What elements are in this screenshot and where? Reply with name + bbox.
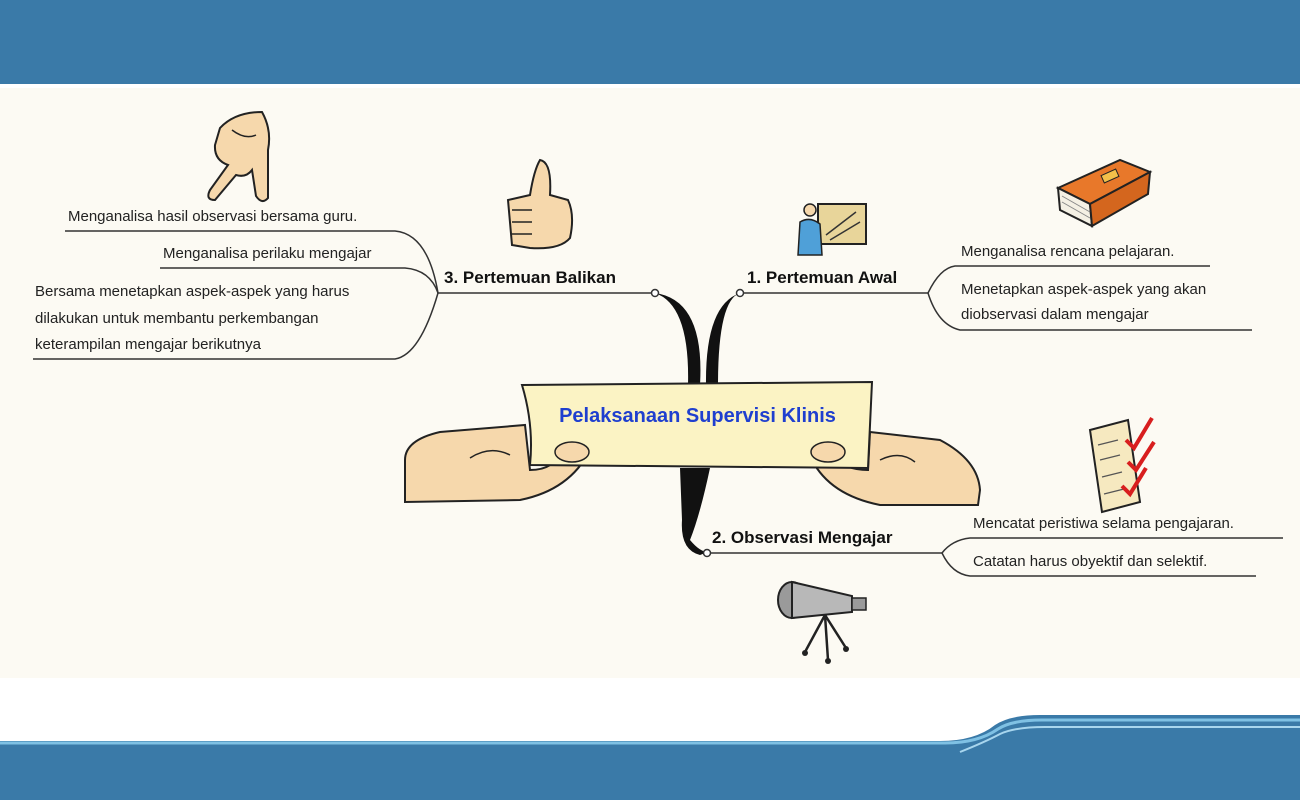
pointing-hand-icon	[207, 110, 271, 202]
teacher-board-icon	[797, 203, 867, 256]
balikan-item-5: keterampilan mengajar berikutnya	[35, 336, 261, 353]
branch-title-observasi: 2. Observasi Mengajar	[712, 528, 893, 547]
balikan-item-3: Bersama menetapkan aspek-aspek yang haru…	[35, 283, 350, 300]
balikan-item-4: dilakukan untuk membantu perkembangan	[35, 310, 319, 327]
checklist-icon	[1088, 416, 1156, 514]
balikan-item-1: Menganalisa hasil observasi bersama guru…	[68, 208, 358, 225]
awal-item-1: Menganalisa rencana pelajaran.	[961, 243, 1175, 260]
footer-wave	[0, 715, 1300, 800]
hands-holding-banner-icon	[404, 380, 982, 506]
branch-title-balikan: 3. Pertemuan Balikan	[444, 268, 616, 287]
branch-lines-observasi	[702, 537, 1283, 577]
branch-lines-balikan	[33, 230, 660, 360]
branch-title-awal: 1. Pertemuan Awal	[747, 268, 898, 287]
thumbs-up-icon	[506, 158, 574, 250]
book-icon	[1055, 158, 1153, 228]
observasi-item-2: Catatan harus obyektif dan selektif.	[973, 553, 1208, 570]
central-topic: Pelaksanaan Supervisi Klinis	[559, 405, 836, 427]
mind-map-trunk	[655, 293, 740, 555]
header-bar	[0, 0, 1300, 84]
balikan-item-2: Menganalisa perilaku mengajar	[163, 245, 372, 262]
awal-item-2: Menetapkan aspek-aspek yang akan	[961, 281, 1207, 298]
observasi-item-1: Mencatat peristiwa selama pengajaran.	[973, 515, 1234, 532]
awal-item-3: diobservasi dalam mengajar	[961, 306, 1149, 323]
telescope-icon	[777, 580, 867, 664]
branch-lines-awal	[735, 265, 1252, 331]
